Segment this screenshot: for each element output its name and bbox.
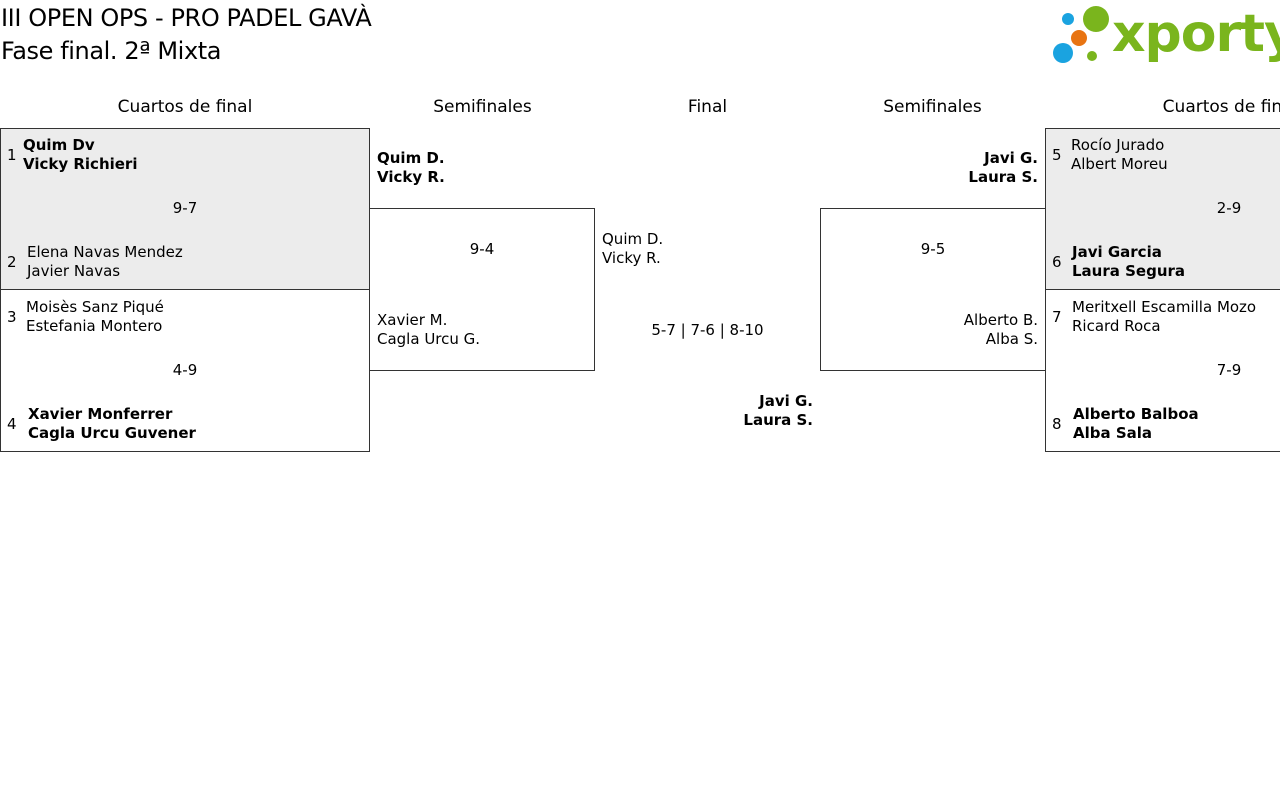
seed-number: 3 (7, 308, 17, 326)
player-name: Laura S. (743, 411, 813, 429)
match-sf-left[interactable] (369, 208, 595, 371)
player-name: Laura Segura (1072, 262, 1186, 280)
logo-wordmark: xporty (1112, 4, 1280, 64)
player-name: Xavier Monferrer (28, 405, 173, 423)
round-header-qf-left: Cuartos de final (117, 97, 253, 117)
player-name: Cagla Urcu G. (377, 330, 481, 348)
player-name: Javi G. (984, 149, 1038, 167)
match-score: 9-7 (172, 199, 198, 217)
player-name: Quim Dv (23, 136, 95, 154)
player-name: Laura S. (968, 168, 1038, 186)
match-qf-1[interactable] (0, 128, 370, 290)
seed-number: 6 (1052, 253, 1062, 271)
player-name: Vicky R. (602, 249, 661, 267)
player-name: Quim D. (377, 149, 445, 167)
player-name: Elena Navas Mendez (27, 243, 183, 261)
round-header-sf-left: Semifinales (433, 97, 532, 117)
player-name: Ricard Roca (1072, 317, 1161, 335)
match-score: 4-9 (172, 361, 198, 379)
player-name: Quim D. (602, 230, 664, 248)
player-name: Alba Sala (1073, 424, 1153, 442)
match-score: 7-9 (1216, 361, 1242, 379)
seed-number: 7 (1052, 308, 1062, 326)
player-name: Cagla Urcu Guvener (28, 424, 196, 442)
player-name: Vicky Richieri (23, 155, 138, 173)
player-name: Alberto B. (963, 311, 1038, 329)
seed-number: 1 (7, 146, 17, 164)
page-title: III OPEN OPS - PRO PADEL GAVÀ (1, 4, 372, 32)
player-name: Xavier M. (377, 311, 448, 329)
player-name: Alba S. (985, 330, 1038, 348)
logo-dots-icon (1053, 6, 1109, 63)
player-name: Meritxell Escamilla Mozo (1072, 298, 1257, 316)
match-score: 2-9 (1216, 199, 1242, 217)
match-score: 9-5 (920, 240, 946, 258)
seed-number: 4 (7, 415, 17, 433)
round-header-final: Final (687, 97, 728, 117)
player-name: Javi G. (759, 392, 813, 410)
round-header-qf-right: Cuartos de final (1162, 97, 1280, 117)
seed-number: 5 (1052, 146, 1062, 164)
player-name: Javier Navas (27, 262, 121, 280)
match-qf-4[interactable] (1045, 289, 1280, 452)
player-name: Estefania Montero (26, 317, 163, 335)
xporty-logo[interactable] (1050, 3, 1278, 67)
player-name: Vicky R. (377, 168, 445, 186)
player-name: Rocío Jurado (1071, 136, 1165, 154)
final-score: 5-7 | 7-6 | 8-10 (651, 321, 764, 339)
round-header-sf-right: Semifinales (883, 97, 982, 117)
match-score: 9-4 (469, 240, 495, 258)
player-name: Javi Garcia (1072, 243, 1162, 261)
player-name: Alberto Balboa (1073, 405, 1199, 423)
seed-number: 2 (7, 253, 17, 271)
player-name: Albert Moreu (1071, 155, 1168, 173)
seed-number: 8 (1052, 415, 1062, 433)
player-name: Moisès Sanz Piqué (26, 298, 164, 316)
page-subtitle: Fase final. 2ª Mixta (1, 37, 222, 65)
